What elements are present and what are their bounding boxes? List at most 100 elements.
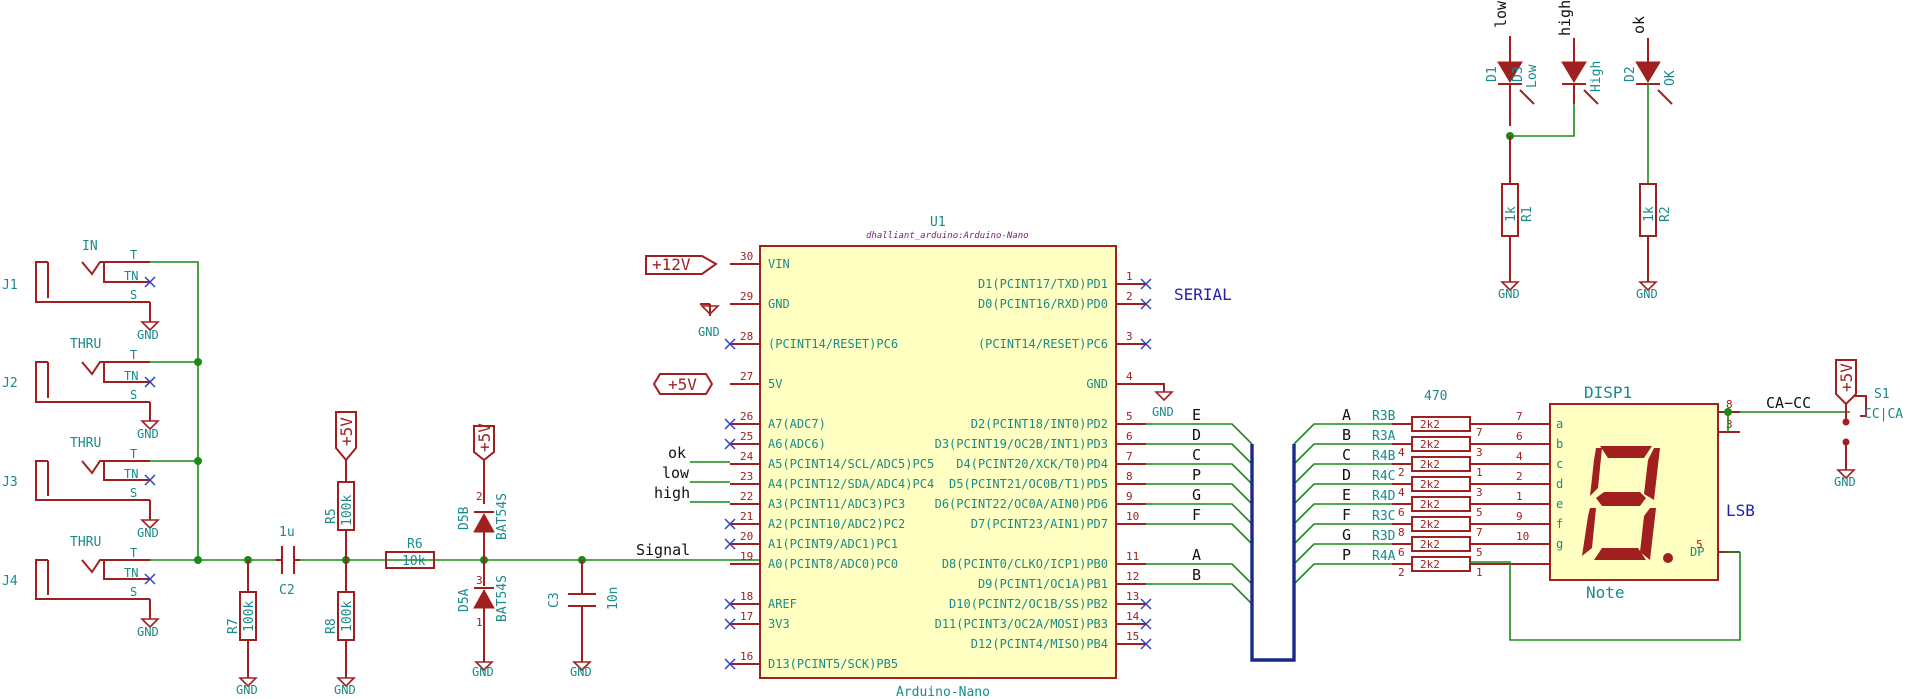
led-value: OK (1663, 70, 1678, 86)
pin-num: 5 (1696, 538, 1703, 551)
net-label: B (1192, 566, 1201, 584)
pin-num: 9 (1516, 510, 1523, 523)
segment-wire-right: F (1293, 506, 1392, 545)
pin-num: 4 (1516, 450, 1523, 463)
jack-ref: J1 (2, 278, 18, 293)
gnd-label: GND (137, 526, 159, 540)
diode-value: BAT54S (495, 493, 510, 540)
pin-name: A5(PCINT14/SCL/ADC5)PC5 (768, 457, 934, 471)
resistor-r8: R8 100k GND (324, 560, 356, 697)
rnet-ref: R4D (1372, 489, 1396, 504)
pin-name: A4(PCINT12/SDA/ADC4)PC4 (768, 477, 934, 491)
rnet-ref: R3C (1372, 509, 1395, 524)
rnet-ref: R4A (1372, 549, 1396, 564)
power-5v: +5V (475, 423, 494, 452)
pin-number: 6 (1126, 430, 1133, 443)
no-connect-icon (724, 618, 736, 630)
jack-ref: J3 (2, 475, 18, 490)
segment-wire-right: P (1293, 546, 1392, 585)
gnd-label: GND (698, 325, 720, 339)
led-d1: low D1 Low (1485, 0, 1540, 126)
segment-wire-left: P (1146, 466, 1253, 505)
res-ref: R5 (324, 508, 339, 524)
net-label: P (1342, 546, 1351, 564)
jack-j1: J1 IN T TN S (2, 239, 150, 303)
gnd-label: GND (1834, 475, 1856, 489)
rnet-each: 2k2 (1420, 538, 1440, 551)
pin-number: 28 (740, 330, 753, 343)
resistor-r7: R7 100k GND (226, 560, 258, 697)
display-seg-pin: g10 (1516, 530, 1563, 551)
no-connect-icon (724, 438, 736, 450)
pin-number: 18 (740, 590, 753, 603)
pin-number: 11 (1126, 550, 1139, 563)
net-label: G (1342, 526, 1351, 544)
segment-wire-left: G (1146, 486, 1253, 525)
jack-label: THRU (70, 337, 101, 352)
net-label-low: low (1492, 0, 1510, 28)
jack-label: THRU (70, 436, 101, 451)
res-value: 1k (1642, 206, 1657, 222)
ic-left-pins: 30VIN29GND28(PCINT14/RESET)PC6275V26A7(A… (730, 250, 934, 671)
net-label: F (1192, 506, 1201, 524)
ic-pin-right: 2D0(PCINT16/RXD)PD0 (978, 290, 1146, 311)
res-value: 100k (242, 601, 257, 632)
rnet-ref: R4C (1372, 469, 1395, 484)
segment-wire-right: C (1293, 446, 1392, 485)
pin-num: 4 (1398, 446, 1405, 459)
led-ref: D1 (1485, 66, 1500, 82)
pin-name: D9(PCINT1/OC1A)PB1 (978, 577, 1108, 591)
led-ref: D3 (1511, 66, 1526, 82)
net-label: D (1342, 466, 1351, 484)
net-label: G (1192, 486, 1201, 504)
pin-number: 3 (1126, 330, 1133, 343)
pin-number: 25 (740, 430, 753, 443)
pin-num: 8 (1726, 398, 1733, 411)
gnd-label: GND (137, 625, 159, 639)
rnet-each: 2k2 (1420, 518, 1440, 531)
ic-pin-right: 1D1(PCINT17/TXD)PD1 (978, 270, 1146, 291)
pin-name: D4(PCINT20/XCK/T0)PD4 (956, 457, 1108, 471)
pin-name: VIN (768, 257, 790, 271)
no-connect-icon (724, 518, 736, 530)
power-5v: +5V (337, 417, 356, 446)
cap-value: 1u (279, 525, 295, 540)
pin-s: S (130, 388, 137, 402)
switch-s1: +5V GND S1 CC|CA (1834, 359, 1903, 489)
disp-value: Note (1586, 583, 1625, 602)
pin-num: 3 (476, 574, 483, 587)
pin-s: S (130, 585, 137, 599)
pin-number: 29 (740, 290, 753, 303)
pin-number: 21 (740, 510, 753, 523)
pin-num: 5 (1476, 546, 1483, 559)
jack-j4: J4 THRU T TN S (2, 535, 150, 600)
net-label-high: high (654, 484, 690, 502)
gnd-label: GND (1498, 287, 1520, 301)
pin-number: 5 (1126, 410, 1133, 423)
capacitor-c2: 1u C2 (276, 525, 300, 598)
rnet-each: 2k2 (1420, 458, 1440, 471)
seg-letter: a (1556, 417, 1563, 431)
res-value: 100k (340, 495, 355, 526)
net-label: C (1192, 446, 1201, 464)
u1-gnd-right: GND (1140, 383, 1174, 419)
ic-ref: U1 (930, 215, 946, 230)
pin-num: 2 (1398, 466, 1405, 479)
diode-ref: D5B (457, 506, 472, 530)
net-label-low: low (662, 464, 690, 482)
net-label: A (1342, 406, 1351, 424)
pin-num: 5 (1476, 506, 1483, 519)
jack-j3: J3 THRU T TN S (2, 436, 150, 501)
res-ref: R2 (1658, 206, 1673, 222)
pin-number: 1 (1126, 270, 1133, 283)
pin-number: 22 (740, 490, 753, 503)
